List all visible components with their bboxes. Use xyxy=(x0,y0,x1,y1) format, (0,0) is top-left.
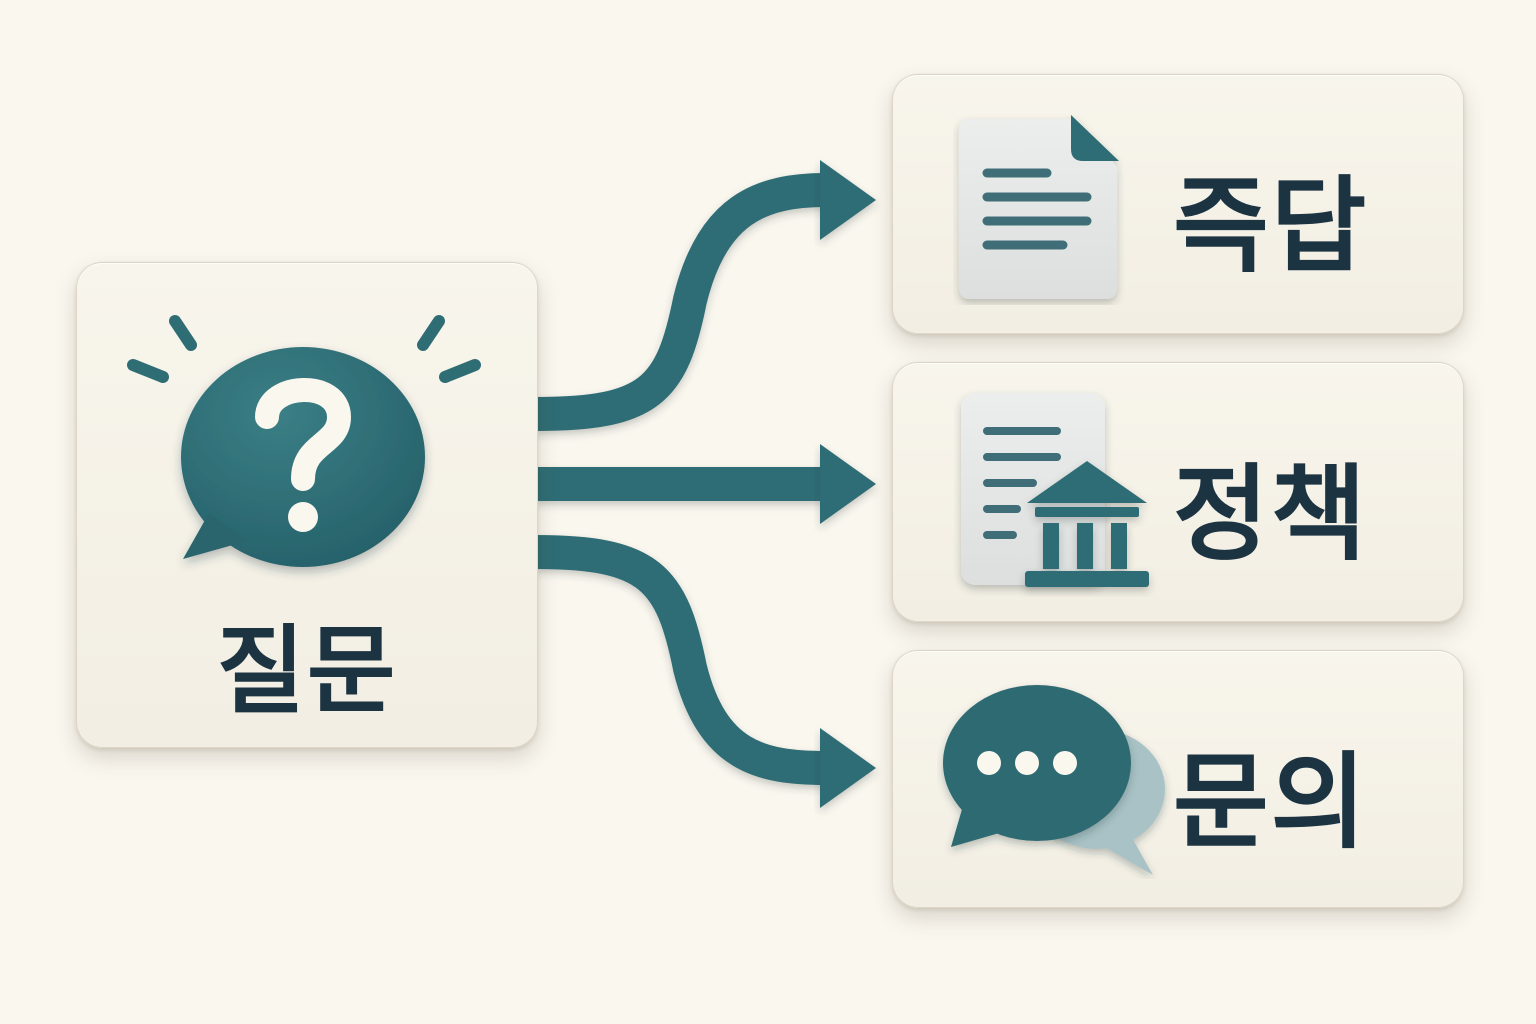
arrow-to-inquiry xyxy=(535,535,827,785)
arrow-to-answer xyxy=(535,173,827,431)
option-label-policy: 정책 xyxy=(1173,453,1369,575)
sparkle-lines xyxy=(127,315,481,383)
option-label-inquiry: 문의 xyxy=(1173,741,1369,863)
document-icon xyxy=(958,115,1119,299)
question-card: 질문 xyxy=(76,262,538,748)
chat-bubbles-icon xyxy=(943,685,1165,875)
arrowhead-inquiry xyxy=(820,728,876,808)
option-label-answer: 즉답 xyxy=(1173,165,1369,287)
policy-document-bank-icon xyxy=(961,393,1149,587)
arrowhead-policy xyxy=(820,444,876,524)
arrowhead-answer xyxy=(820,160,876,240)
option-card-answer[interactable]: 즉답 xyxy=(892,74,1464,334)
option-card-inquiry[interactable]: 문의 xyxy=(892,650,1464,908)
option-card-policy[interactable]: 정책 xyxy=(892,362,1464,622)
question-label: 질문 xyxy=(216,615,398,727)
question-speech-bubble-icon xyxy=(127,315,481,567)
